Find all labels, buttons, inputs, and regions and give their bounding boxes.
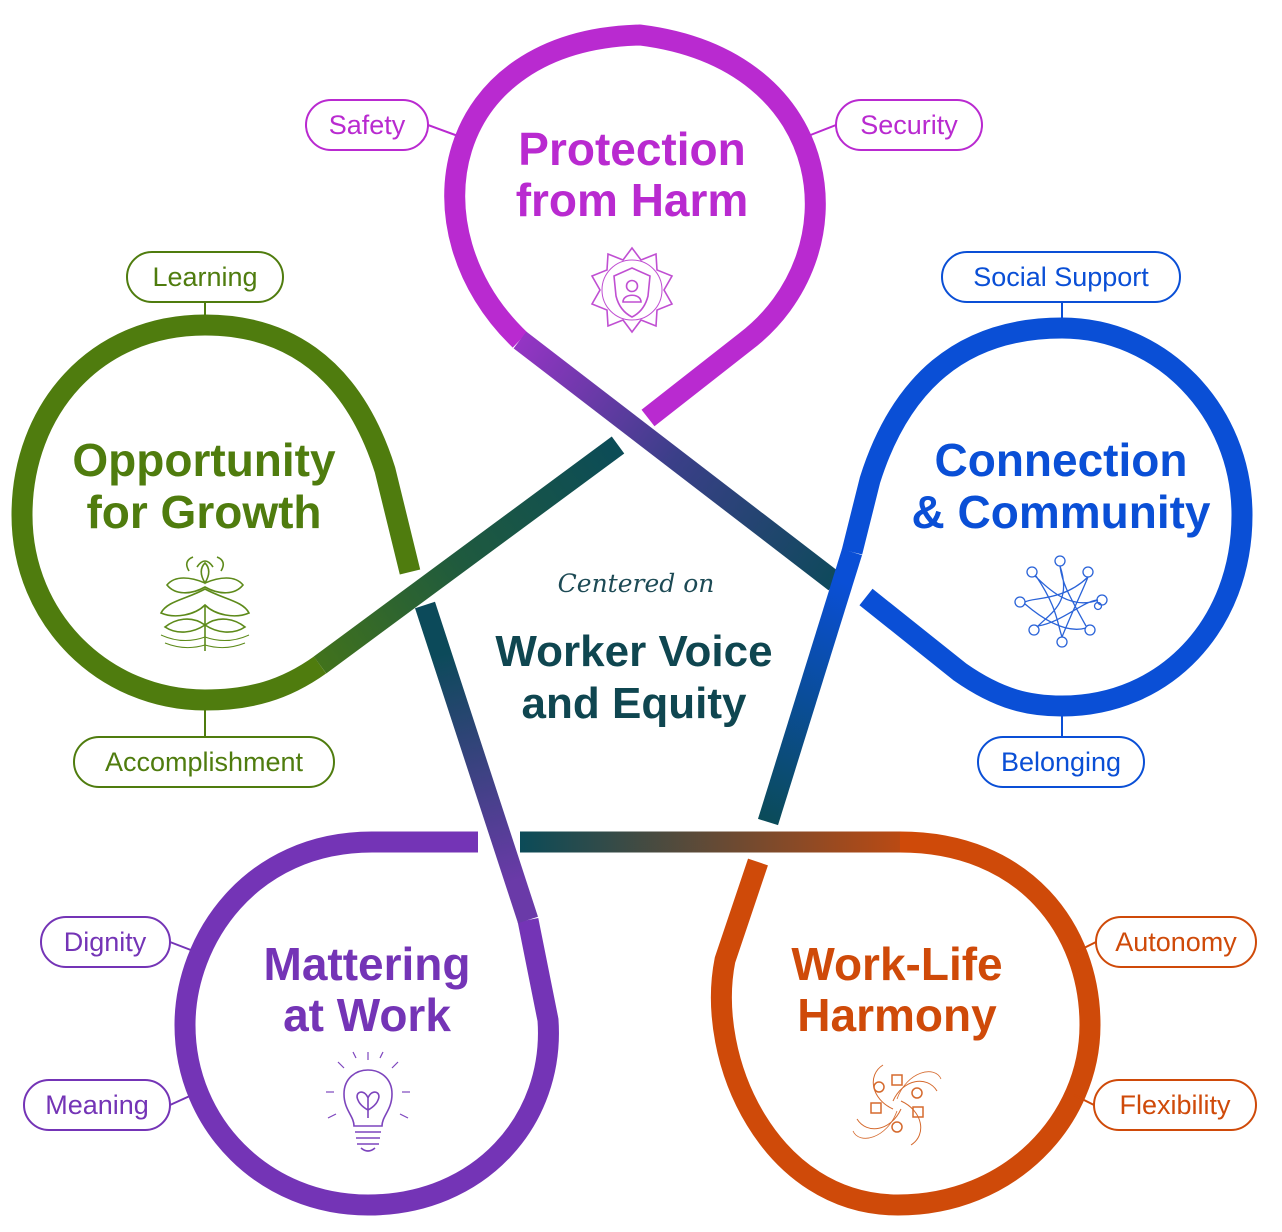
petal-mattering: Mattering at Work Dig	[23, 916, 471, 1152]
tag-meaning-label: Meaning	[45, 1090, 149, 1120]
tag-dignity: Dignity	[40, 916, 171, 968]
dignity-connector	[169, 941, 197, 953]
lightbulb-heart-icon	[326, 1051, 410, 1152]
worklife-title-line2: Harmony	[797, 989, 997, 1041]
autonomy-connector	[1075, 941, 1097, 953]
mattering-title-line1: Mattering	[264, 938, 471, 990]
tag-accomplishment: Accomplishment	[73, 736, 335, 788]
center-label: Centered on Worker Voice and Equity	[495, 569, 772, 728]
protection-title-line2: from Harm	[516, 174, 749, 226]
tag-meaning: Meaning	[23, 1079, 171, 1131]
tag-social-support: Social Support	[941, 251, 1181, 303]
opportunity-title-line1: Opportunity	[72, 434, 336, 486]
opportunity-loop	[11, 314, 421, 711]
connection-title-line1: Connection	[935, 434, 1188, 486]
tag-flexibility: Flexibility	[1093, 1079, 1257, 1131]
opportunity-loop-crossing	[313, 436, 625, 674]
tag-learning-label: Learning	[152, 262, 257, 292]
center-title-line2: and Equity	[522, 679, 747, 728]
mattering-loop-crossing	[415, 601, 538, 924]
petal-worklife: Work-Life Harmony Autonomy Flexibility	[791, 916, 1257, 1146]
petal-connection: Connection & Community Social Support Be…	[912, 251, 1211, 788]
worklife-title-line1: Work-Life	[791, 938, 1002, 990]
tag-security-label: Security	[860, 110, 958, 140]
safety-connector	[427, 124, 459, 137]
flower-icon	[159, 556, 251, 651]
network-icon	[1014, 555, 1108, 648]
opportunity-title-line2: for Growth	[86, 486, 321, 538]
security-connector	[807, 124, 837, 137]
connection-loop	[841, 317, 1253, 717]
mattering-title-line2: at Work	[283, 989, 451, 1041]
protection-loop-crossing	[513, 331, 842, 591]
center-subtitle: Centered on	[558, 569, 715, 598]
protection-title-line1: Protection	[518, 123, 745, 175]
connection-title-line2: & Community	[912, 486, 1211, 538]
tag-belonging-label: Belonging	[1001, 747, 1121, 777]
connection-loop-crossing	[757, 548, 863, 826]
flow-icon	[852, 1064, 942, 1146]
mattering-loop	[174, 831, 559, 1216]
petal-protection: Protection from Harm Safety Security	[305, 99, 983, 334]
petal-opportunity: Opportunity for Growth Learning Accompli…	[72, 251, 336, 788]
tag-learning: Learning	[126, 251, 284, 303]
tag-dignity-label: Dignity	[64, 927, 147, 957]
worklife-loop	[711, 831, 1101, 1216]
tag-safety-label: Safety	[329, 110, 406, 140]
shield-person-icon	[590, 246, 674, 334]
tag-autonomy-label: Autonomy	[1115, 927, 1237, 957]
tag-security: Security	[835, 99, 983, 151]
tag-safety: Safety	[305, 99, 429, 151]
tag-social-support-label: Social Support	[973, 262, 1149, 292]
tag-autonomy: Autonomy	[1095, 916, 1257, 968]
flexibility-connector	[1073, 1094, 1095, 1106]
meaning-connector	[169, 1094, 193, 1106]
protection-loop	[444, 24, 826, 427]
tag-flexibility-label: Flexibility	[1119, 1090, 1231, 1120]
tag-accomplishment-label: Accomplishment	[105, 747, 304, 777]
tag-belonging: Belonging	[977, 736, 1145, 788]
center-title-line1: Worker Voice	[495, 627, 772, 676]
